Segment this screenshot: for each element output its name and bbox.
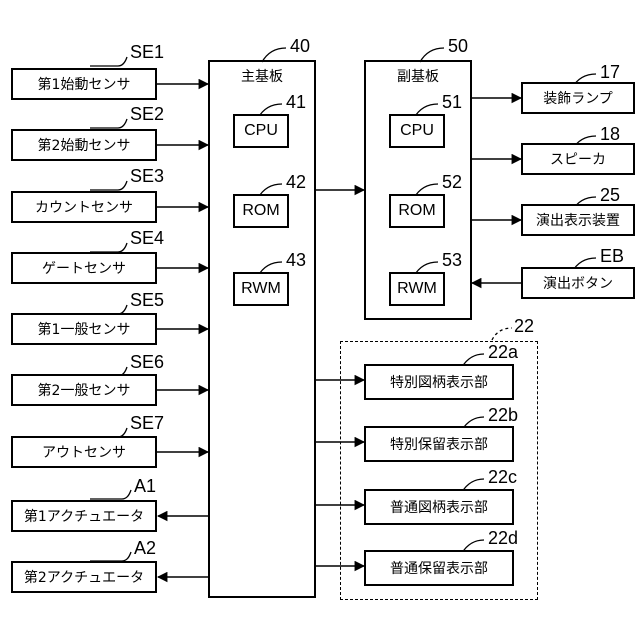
ref-main-rwm: 43	[286, 250, 306, 271]
sub-board-title: 副基板	[364, 66, 472, 86]
ref-main-cpu: 41	[286, 92, 306, 113]
ref-sub-board: 50	[448, 36, 468, 57]
ref-22d: 22d	[488, 528, 518, 549]
ref-se4: SE4	[130, 228, 164, 249]
actuator-a2-box: 第2アクチュエータ	[11, 561, 157, 593]
main-cpu-box: CPU	[233, 114, 289, 148]
sub-rwm-box: RWM	[389, 272, 445, 306]
effect-button-box: 演出ボタン	[521, 267, 635, 299]
ref-22c: 22c	[488, 467, 517, 488]
ref-sub-cpu: 51	[442, 92, 462, 113]
display-22a-box: 特別図柄表示部	[364, 364, 514, 400]
sensor-se2-box: 第2始動センサ	[11, 129, 157, 161]
main-rwm-box: RWM	[233, 272, 289, 306]
sensor-se6-box: 第2一般センサ	[11, 374, 157, 406]
ref-22a: 22a	[488, 342, 518, 363]
display-22b-box: 特別保留表示部	[364, 426, 514, 462]
ref-22b: 22b	[488, 405, 518, 426]
ref-se7: SE7	[130, 413, 164, 434]
ref-se2: SE2	[130, 104, 164, 125]
display-22d-box: 普通保留表示部	[364, 550, 514, 586]
ref-main-rom: 42	[286, 172, 306, 193]
ref-se5: SE5	[130, 290, 164, 311]
sensor-se7-box: アウトセンサ	[11, 436, 157, 468]
output-effect-display-box: 演出表示装置	[521, 204, 635, 236]
ref-18: 18	[600, 124, 620, 145]
ref-a1: A1	[134, 476, 156, 497]
ref-25: 25	[600, 185, 620, 206]
ref-se6: SE6	[130, 352, 164, 373]
main-rom-box: ROM	[233, 194, 289, 228]
sensor-se1-box: 第1始動センサ	[11, 68, 157, 100]
ref-sub-rwm: 53	[442, 250, 462, 271]
sensor-se3-box: カウントセンサ	[11, 191, 157, 223]
sub-rom-box: ROM	[389, 194, 445, 228]
output-decor-lamp-box: 装飾ランプ	[521, 82, 635, 114]
ref-eb: EB	[600, 246, 624, 267]
actuator-a1-box: 第1アクチュエータ	[11, 500, 157, 532]
ref-a2: A2	[134, 538, 156, 559]
ref-se1: SE1	[130, 42, 164, 63]
ref-se3: SE3	[130, 166, 164, 187]
sub-cpu-box: CPU	[389, 114, 445, 148]
ref-main-board: 40	[290, 36, 310, 57]
ref-sub-rom: 52	[442, 172, 462, 193]
leader-22-dashed	[492, 328, 512, 340]
main-board-title: 主基板	[208, 66, 316, 86]
sensor-se4-box: ゲートセンサ	[11, 252, 157, 284]
ref-17: 17	[600, 62, 620, 83]
sensor-se5-box: 第1一般センサ	[11, 313, 157, 345]
output-speaker-box: スピーカ	[521, 143, 635, 175]
display-22c-box: 普通図柄表示部	[364, 489, 514, 525]
ref-22: 22	[514, 316, 534, 337]
